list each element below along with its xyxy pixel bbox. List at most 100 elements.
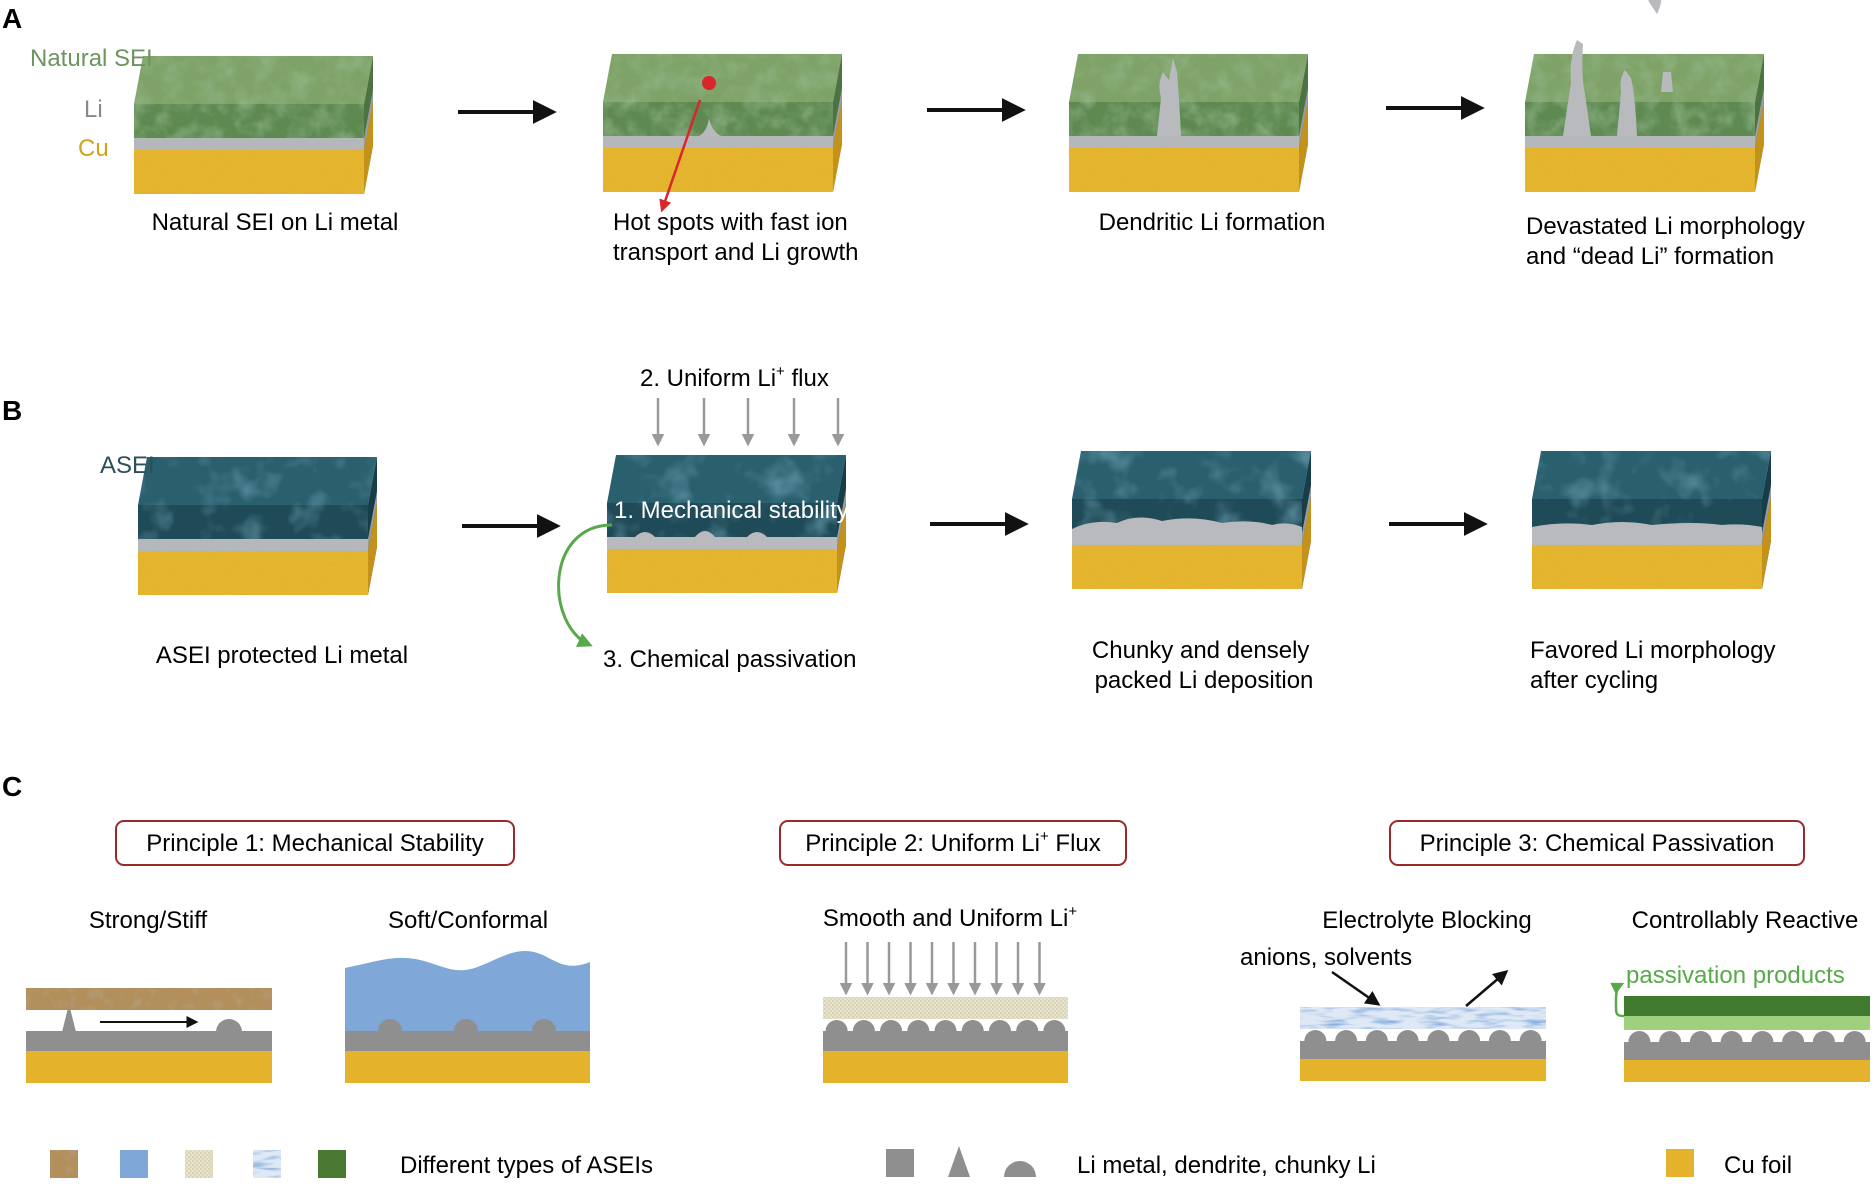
panel-b-letter: B bbox=[2, 395, 22, 426]
li-layer bbox=[603, 136, 833, 148]
chunky-li-bump bbox=[1628, 1031, 1651, 1042]
uniform-flux-arrows bbox=[839, 942, 1046, 996]
li-deposit bbox=[1072, 517, 1302, 545]
controllably-reactive-schematic: passivation products bbox=[1610, 962, 1870, 1082]
chunky-li-bump bbox=[1812, 1031, 1835, 1042]
hot-spot-arrow bbox=[659, 99, 702, 213]
cu-foil-layer bbox=[26, 1051, 272, 1083]
electrolyte-blocking-label: Electrolyte Blocking bbox=[1322, 907, 1531, 934]
principle-2-label: Principle 2: Uniform Li+ Flux bbox=[805, 828, 1101, 857]
flux-arrows bbox=[651, 398, 845, 447]
chunky-li-bump bbox=[1458, 1030, 1481, 1041]
controllably-reactive-label: Controllably Reactive bbox=[1632, 907, 1859, 934]
chunky-li-row bbox=[825, 1020, 1066, 1031]
chunky-li-bump bbox=[216, 1019, 242, 1032]
legend-swatch-soft bbox=[120, 1150, 148, 1178]
chunky-li-bump bbox=[1043, 1020, 1066, 1031]
block-chunky bbox=[1072, 451, 1311, 589]
panel-b-blocks bbox=[138, 451, 1771, 595]
legend: Different types of ASEIs Li metal, dendr… bbox=[50, 1146, 1792, 1179]
dendrite bbox=[1617, 70, 1637, 136]
li-metal-layer bbox=[823, 1031, 1068, 1051]
block-dendritic bbox=[1069, 54, 1308, 192]
li-deposit bbox=[1532, 522, 1762, 545]
panel-a-arrows bbox=[458, 96, 1485, 124]
legend-chunky-li-dome bbox=[1004, 1161, 1036, 1177]
li-layer bbox=[138, 539, 368, 551]
dendrite bbox=[1157, 58, 1181, 136]
dendrite bbox=[1661, 72, 1673, 92]
legend-li-metal-square bbox=[886, 1149, 914, 1177]
cu-foil-layer bbox=[1624, 1060, 1870, 1082]
mechanical-stability-label: 1. Mechanical stability bbox=[614, 497, 849, 524]
soft-conformal-label: Soft/Conformal bbox=[388, 907, 548, 934]
principle-2-box: Principle 2: Uniform Li+ Flux bbox=[779, 820, 1127, 866]
caption-a2: Hot spots with fast ion transport and Li… bbox=[613, 209, 858, 266]
chunky-li-bump bbox=[1843, 1031, 1866, 1042]
panel-b-arrows bbox=[462, 512, 1488, 538]
li-metal-layer bbox=[1624, 1042, 1870, 1060]
li-layer-label: Li bbox=[84, 96, 103, 123]
legend-asei-label: Different types of ASEIs bbox=[400, 1152, 653, 1179]
principle-3-box: Principle 3: Chemical Passivation bbox=[1389, 820, 1805, 866]
block-natural-sei bbox=[134, 56, 373, 194]
caption-a3: Dendritic Li formation bbox=[1099, 209, 1326, 236]
chunky-li-bump bbox=[961, 1020, 984, 1031]
legend-cu-label: Cu foil bbox=[1724, 1152, 1792, 1179]
li-layer bbox=[1525, 136, 1755, 148]
cu-foil-layer bbox=[1300, 1059, 1546, 1081]
block-favored bbox=[1532, 451, 1771, 589]
legend-swatch-green bbox=[318, 1150, 346, 1178]
li-layer bbox=[1069, 136, 1299, 148]
block-hot-spots bbox=[603, 54, 842, 192]
panel-a-letter: A bbox=[2, 3, 22, 34]
chunky-li-bump bbox=[1304, 1030, 1327, 1041]
caption-b4: Favored Li morphology after cycling bbox=[1530, 637, 1782, 694]
principle-3-label: Principle 3: Chemical Passivation bbox=[1420, 830, 1775, 857]
caption-a4: Devastated Li morphology and “dead Li” f… bbox=[1526, 213, 1812, 270]
chunky-li-bump bbox=[907, 1020, 930, 1031]
li-metal-layer bbox=[345, 1031, 590, 1051]
strong-stiff-label: Strong/Stiff bbox=[89, 907, 208, 934]
incoming-anion-arrow bbox=[1331, 970, 1381, 1006]
reflected-anion-arrow bbox=[1465, 970, 1509, 1007]
anions-solvents-label: anions, solvents bbox=[1240, 944, 1412, 971]
li-deposit bbox=[607, 531, 837, 549]
caption-b1: ASEI protected Li metal bbox=[156, 642, 408, 669]
li-metal-layer bbox=[1300, 1041, 1546, 1059]
chunky-li-bump bbox=[1659, 1031, 1682, 1042]
passivation-products-label: passivation products bbox=[1626, 962, 1845, 989]
soft-asei-layer bbox=[345, 950, 590, 1031]
chunky-li-row bbox=[1304, 1030, 1542, 1041]
dendrite-spike bbox=[62, 1004, 76, 1032]
chemical-passivation-label: 3. Chemical passivation bbox=[603, 646, 856, 673]
soft-conformal-schematic bbox=[345, 950, 590, 1083]
panel-c-letter: C bbox=[2, 771, 22, 802]
cu-foil-layer bbox=[823, 1051, 1068, 1083]
dead-li bbox=[1648, 0, 1662, 14]
chemical-passivation-arrow bbox=[557, 523, 613, 647]
light-green-passivation-layer bbox=[1624, 1016, 1870, 1030]
electrolyte-blocking-schematic: anions, solvents bbox=[1240, 944, 1546, 1081]
chunky-li-bump bbox=[1427, 1030, 1450, 1041]
cu-layer-label: Cu bbox=[78, 135, 109, 162]
legend-li-label: Li metal, dendrite, chunky Li bbox=[1077, 1152, 1376, 1179]
smooth-uniform-label: Smooth and Uniform Li+ bbox=[823, 903, 1077, 932]
chunky-li-bump bbox=[1751, 1031, 1774, 1042]
chunky-li-bump bbox=[1689, 1031, 1712, 1042]
chunky-li-bump bbox=[1016, 1020, 1039, 1031]
uniform-flux-schematic bbox=[823, 942, 1068, 1083]
chunky-li-bump bbox=[1396, 1030, 1419, 1041]
principle-1-label: Principle 1: Mechanical Stability bbox=[146, 830, 484, 857]
block-asei-protected bbox=[138, 457, 377, 595]
chunky-li-row bbox=[1628, 1031, 1866, 1042]
flux-label: 2. Uniform Li+ flux bbox=[640, 363, 829, 392]
legend-dendrite-triangle bbox=[948, 1146, 970, 1177]
chunky-li-bump bbox=[1335, 1030, 1358, 1041]
li-metal-layer bbox=[26, 1031, 272, 1051]
hot-spot-dot bbox=[702, 76, 716, 90]
chunky-li-bump bbox=[880, 1020, 903, 1031]
legend-swatch-linen bbox=[185, 1150, 213, 1178]
block-mechanical bbox=[607, 455, 846, 593]
strong-stiff-schematic bbox=[26, 988, 272, 1083]
